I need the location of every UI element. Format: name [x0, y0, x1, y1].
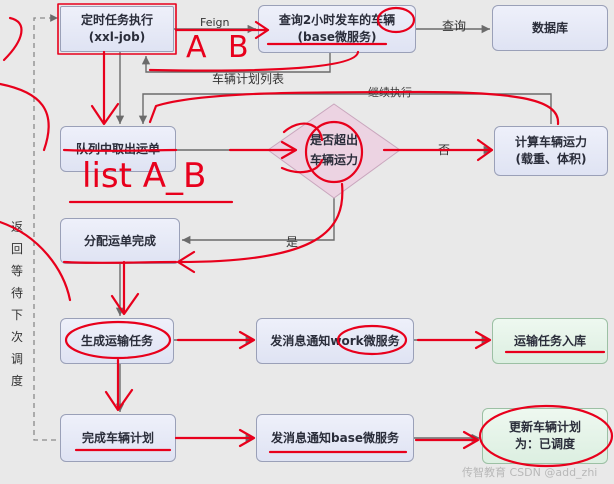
handwriting-list-ab: list A_B	[82, 156, 207, 196]
edge-return-dashed	[33, 14, 58, 441]
annot-circle-overload	[304, 120, 364, 184]
annot-arrow-to-store	[416, 330, 492, 350]
annot-dequeue-underline	[62, 148, 178, 152]
node-task-store-label: 运输任务入库	[513, 333, 586, 348]
node-schedule: 定时任务执行 (xxl-job)	[60, 6, 174, 52]
node-database-label: 数据库	[531, 20, 568, 35]
node-overload-line2: 车辆运力	[309, 153, 358, 167]
edge-plan-list	[141, 53, 331, 73]
annot-return-plan	[148, 50, 360, 72]
annot-left-to-generate	[0, 220, 72, 302]
node-update-line1: 更新车辆计划	[508, 420, 581, 434]
node-overload-decision: 是否超出 车辆运力	[290, 130, 378, 170]
annot-schedule-box	[57, 3, 177, 55]
node-generate-label: 生成运输任务	[80, 333, 153, 348]
annot-arrow-down-dequeue	[90, 50, 120, 126]
edge-label-feign: Feign	[200, 16, 230, 29]
node-task-store: 运输任务入库	[492, 318, 608, 364]
annot-diamond-scribble	[280, 122, 324, 174]
return-wait-line4: 调度	[10, 352, 23, 388]
node-assign-done: 分配运单完成	[60, 218, 180, 264]
annot-arrow-to-calc	[382, 138, 494, 162]
annot-arrow-to-complete	[104, 358, 134, 412]
node-notify-base: 发消息通知base微服务	[256, 414, 414, 462]
annot-arrow-to-query	[174, 20, 270, 40]
annot-circle-update	[478, 404, 614, 468]
annot-left-curve	[0, 82, 50, 152]
annot-circle-generate	[64, 320, 172, 360]
return-wait-line2: 等待	[10, 264, 23, 300]
node-calc-line1: 计算车辆运力	[514, 135, 587, 149]
node-notify-base-label: 发消息通知base微服务	[271, 430, 399, 445]
edge-label-yes: 是	[286, 235, 299, 249]
node-complete-plan: 完成车辆计划	[60, 414, 176, 462]
edge-label-plan-list: 车辆计划列表	[212, 72, 285, 86]
node-assign-label: 分配运单完成	[83, 233, 156, 248]
annot-continue-loop	[148, 90, 560, 126]
decision-diamond	[267, 103, 401, 199]
edge-label-query: 查询	[442, 19, 467, 33]
node-notify-work-label: 发消息通知work微服务	[270, 333, 400, 348]
annot-circle-work	[336, 324, 408, 356]
annot-arrow-to-notifybase	[174, 428, 256, 448]
handwriting-ab-top: A B	[186, 30, 255, 65]
annot-arrow-to-generate	[110, 260, 140, 316]
return-wait-label: 返回 等待 下次 调度	[6, 216, 28, 392]
node-generate-task: 生成运输任务	[60, 318, 174, 364]
node-update-line2: 为：已调度	[514, 437, 575, 451]
node-complete-label: 完成车辆计划	[81, 430, 154, 445]
annot-arrow-to-notifywork	[176, 330, 256, 350]
return-wait-line3: 下次	[10, 308, 23, 344]
annot-arrow-to-decision	[228, 140, 298, 160]
node-update-plan: 更新车辆计划 为：已调度	[482, 408, 608, 464]
node-notify-work: 发消息通知work微服务	[256, 318, 414, 364]
node-calc-capacity: 计算车辆运力 (载重、体积)	[494, 126, 608, 176]
watermark: 传智教育 CSDN @add_zhi	[462, 466, 598, 479]
annot-left-curve-top	[2, 16, 23, 62]
annot-arrow-to-update	[414, 430, 480, 450]
node-dequeue: 队列中取出运单	[60, 126, 176, 172]
node-schedule-line2: (xxl-job)	[88, 30, 146, 44]
node-calc-line2: (载重、体积)	[515, 152, 587, 166]
node-schedule-line1: 定时任务执行	[80, 13, 153, 27]
node-database: 数据库	[492, 5, 608, 51]
node-query-line2: (base微服务)	[297, 30, 377, 44]
annot-arrow-to-assign	[176, 182, 344, 274]
node-dequeue-label: 队列中取出运单	[75, 141, 160, 156]
node-query-line1: 查询2小时发车的车辆	[278, 13, 396, 27]
annot-circle-vehicles	[376, 6, 416, 34]
edge-decision-assign	[182, 198, 335, 245]
annot-assign-underline	[62, 260, 178, 264]
